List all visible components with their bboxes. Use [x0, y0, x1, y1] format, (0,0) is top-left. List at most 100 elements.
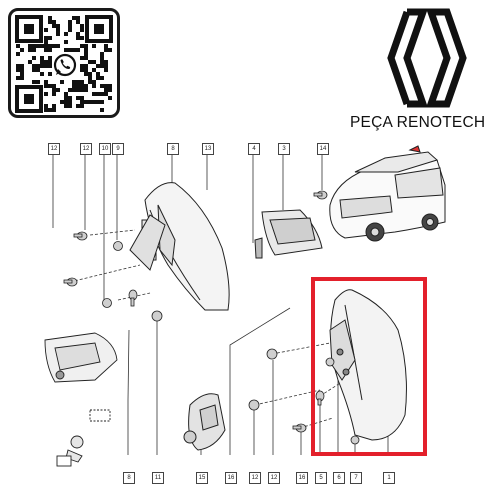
qr-module	[56, 88, 60, 92]
qr-module	[76, 16, 80, 20]
qr-module	[60, 80, 64, 84]
leader-line	[229, 307, 291, 455]
qr-module	[72, 16, 76, 20]
callout-label: 3	[278, 143, 290, 155]
qr-module	[84, 84, 88, 88]
callout-label: 10	[99, 143, 111, 155]
qr-module	[64, 40, 68, 44]
callout-label: 16	[225, 472, 237, 484]
qr-module	[100, 56, 104, 60]
qr-module	[44, 36, 48, 40]
qr-module	[84, 100, 88, 104]
qr-module	[84, 44, 88, 48]
qr-module	[88, 100, 92, 104]
callout-label: 16	[296, 472, 308, 484]
qr-module	[76, 80, 80, 84]
qr-module	[48, 108, 52, 112]
qr-module	[48, 16, 52, 20]
qr-module	[96, 72, 100, 76]
qr-module	[72, 88, 76, 92]
qr-module	[80, 96, 84, 100]
qr-module	[32, 80, 36, 84]
bulb-socket	[56, 409, 111, 467]
tail-lamp-lower	[329, 289, 407, 441]
qr-module	[20, 48, 24, 52]
qr-module	[56, 32, 60, 36]
qr-module	[100, 108, 104, 112]
callout-label: 7	[350, 472, 362, 484]
qr-module	[16, 52, 20, 56]
qr-module	[16, 64, 20, 68]
qr-code-card[interactable]	[8, 8, 120, 118]
qr-module	[100, 84, 104, 88]
qr-module	[80, 84, 84, 88]
qr-module	[64, 92, 68, 96]
qr-module	[92, 44, 96, 48]
qr-module	[72, 48, 76, 52]
qr-module	[56, 24, 60, 28]
callout-label: 12	[80, 143, 92, 155]
qr-module	[76, 104, 80, 108]
qr-module	[68, 88, 72, 92]
qr-module	[68, 20, 72, 24]
qr-module	[44, 80, 48, 84]
qr-module	[32, 68, 36, 72]
qr-module	[108, 84, 112, 88]
qr-module	[28, 44, 32, 48]
qr-module	[76, 84, 80, 88]
callout-label: 12	[268, 472, 280, 484]
qr-module	[44, 60, 48, 64]
qr-module	[76, 88, 80, 92]
qr-module	[68, 104, 72, 108]
qr-module	[64, 100, 68, 104]
qr-module	[80, 36, 84, 40]
callout-label: 6	[333, 472, 345, 484]
qr-module	[84, 56, 88, 60]
qr-module	[16, 68, 20, 72]
qr-module	[32, 56, 36, 60]
qr-module	[84, 52, 88, 56]
callout-label: 12	[249, 472, 261, 484]
qr-module	[84, 88, 88, 92]
qr-module	[56, 28, 60, 32]
qr-module	[36, 68, 40, 72]
qr-module	[100, 52, 104, 56]
qr-module	[84, 68, 88, 72]
qr-module	[96, 92, 100, 96]
nut-icon	[102, 298, 112, 308]
qr-module	[84, 72, 88, 76]
qr-module	[104, 88, 108, 92]
qr-module	[44, 104, 48, 108]
qr-module	[104, 48, 108, 52]
callout-label: 5	[315, 472, 327, 484]
qr-module	[48, 84, 52, 88]
nut-icon	[325, 357, 335, 367]
qr-module	[48, 48, 52, 52]
bolt-icon	[313, 190, 328, 200]
qr-module	[80, 104, 84, 108]
qr-module	[48, 44, 52, 48]
qr-module	[40, 60, 44, 64]
callout-label: 15	[196, 472, 208, 484]
third-brake-light	[254, 209, 323, 259]
qr-module	[44, 44, 48, 48]
qr-module	[92, 92, 96, 96]
qr-module	[20, 68, 24, 72]
nut-icon	[113, 241, 123, 251]
qr-module	[80, 24, 84, 28]
qr-module	[36, 80, 40, 84]
qr-module	[68, 28, 72, 32]
qr-module	[92, 80, 96, 84]
qr-module	[36, 44, 40, 48]
callout-label: 13	[202, 143, 214, 155]
qr-module	[60, 100, 64, 104]
qr-module	[64, 96, 68, 100]
qr-module	[84, 48, 88, 52]
qr-module	[104, 92, 108, 96]
qr-module	[92, 60, 96, 64]
bolt-icon	[128, 289, 138, 307]
qr-module	[84, 64, 88, 68]
qr-module	[20, 64, 24, 68]
qr-module	[68, 100, 72, 104]
